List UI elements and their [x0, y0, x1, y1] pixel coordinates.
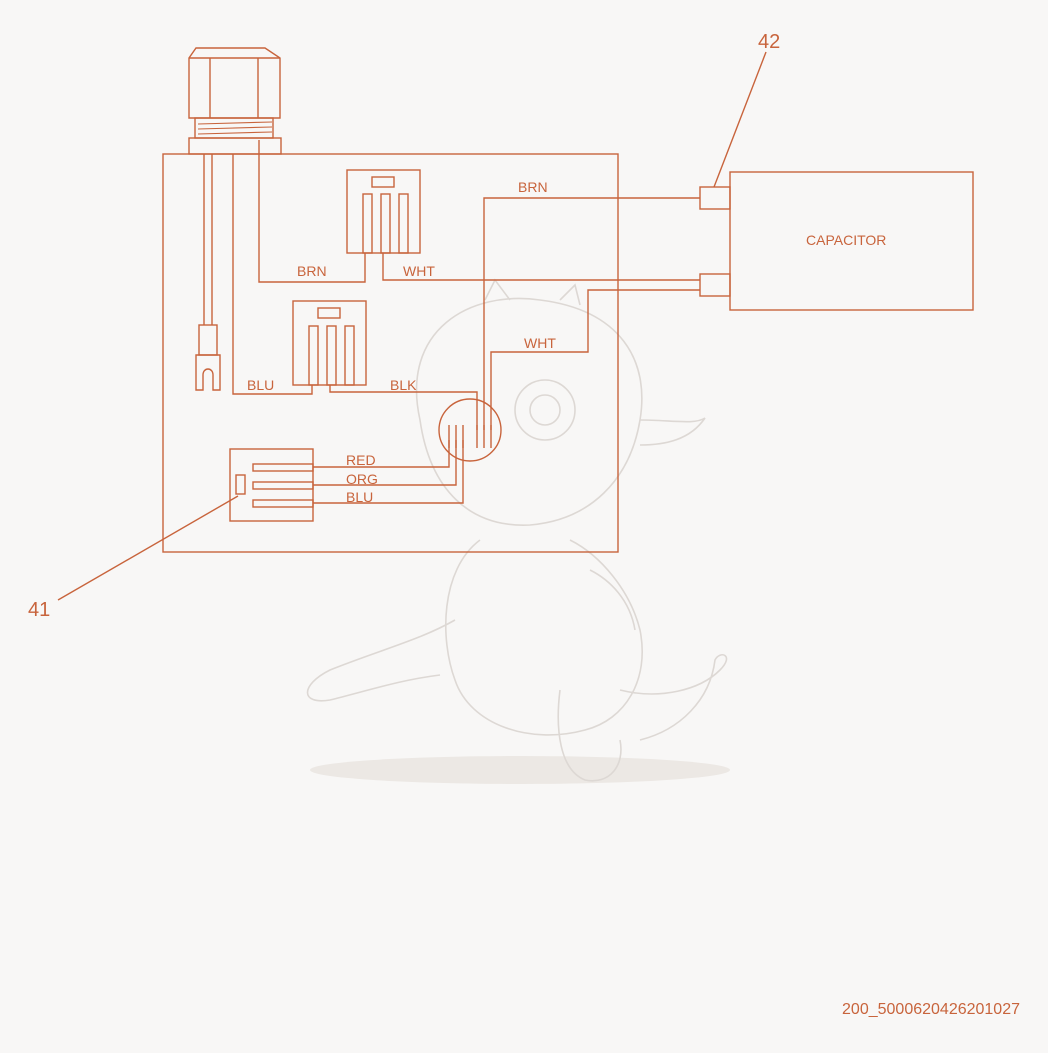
dragon-watermark	[306, 278, 730, 784]
control-box	[162, 153, 619, 553]
capacitor-label: CAPACITOR	[806, 232, 886, 248]
wire-label-blk: BLK	[390, 377, 417, 393]
wire-label-wht-mid: WHT	[403, 263, 435, 279]
relay-lower	[292, 300, 367, 386]
callout-41: 41	[28, 599, 50, 621]
wire-label-brn-top: BRN	[518, 179, 548, 195]
callout-42-leader	[713, 51, 767, 188]
relay-upper	[346, 169, 421, 254]
wire-label-red: RED	[346, 452, 376, 468]
callout-41-leader	[57, 495, 239, 601]
wire-label-wht-right: WHT	[524, 335, 556, 351]
wire-label-brn-left: BRN	[297, 263, 327, 279]
internal-wiring	[313, 197, 700, 504]
power-cord-conductors	[203, 140, 366, 395]
ground-ring-terminal	[195, 324, 221, 391]
wire-label-blu-left: BLU	[247, 377, 274, 393]
wire-label-blu-bottom: BLU	[346, 489, 373, 505]
wire-label-org: ORG	[346, 471, 378, 487]
callout-42: 42	[758, 31, 780, 53]
document-code: 200_5000620426201027	[842, 1001, 1020, 1018]
speed-switch	[229, 448, 314, 522]
cable-gland	[188, 47, 282, 155]
